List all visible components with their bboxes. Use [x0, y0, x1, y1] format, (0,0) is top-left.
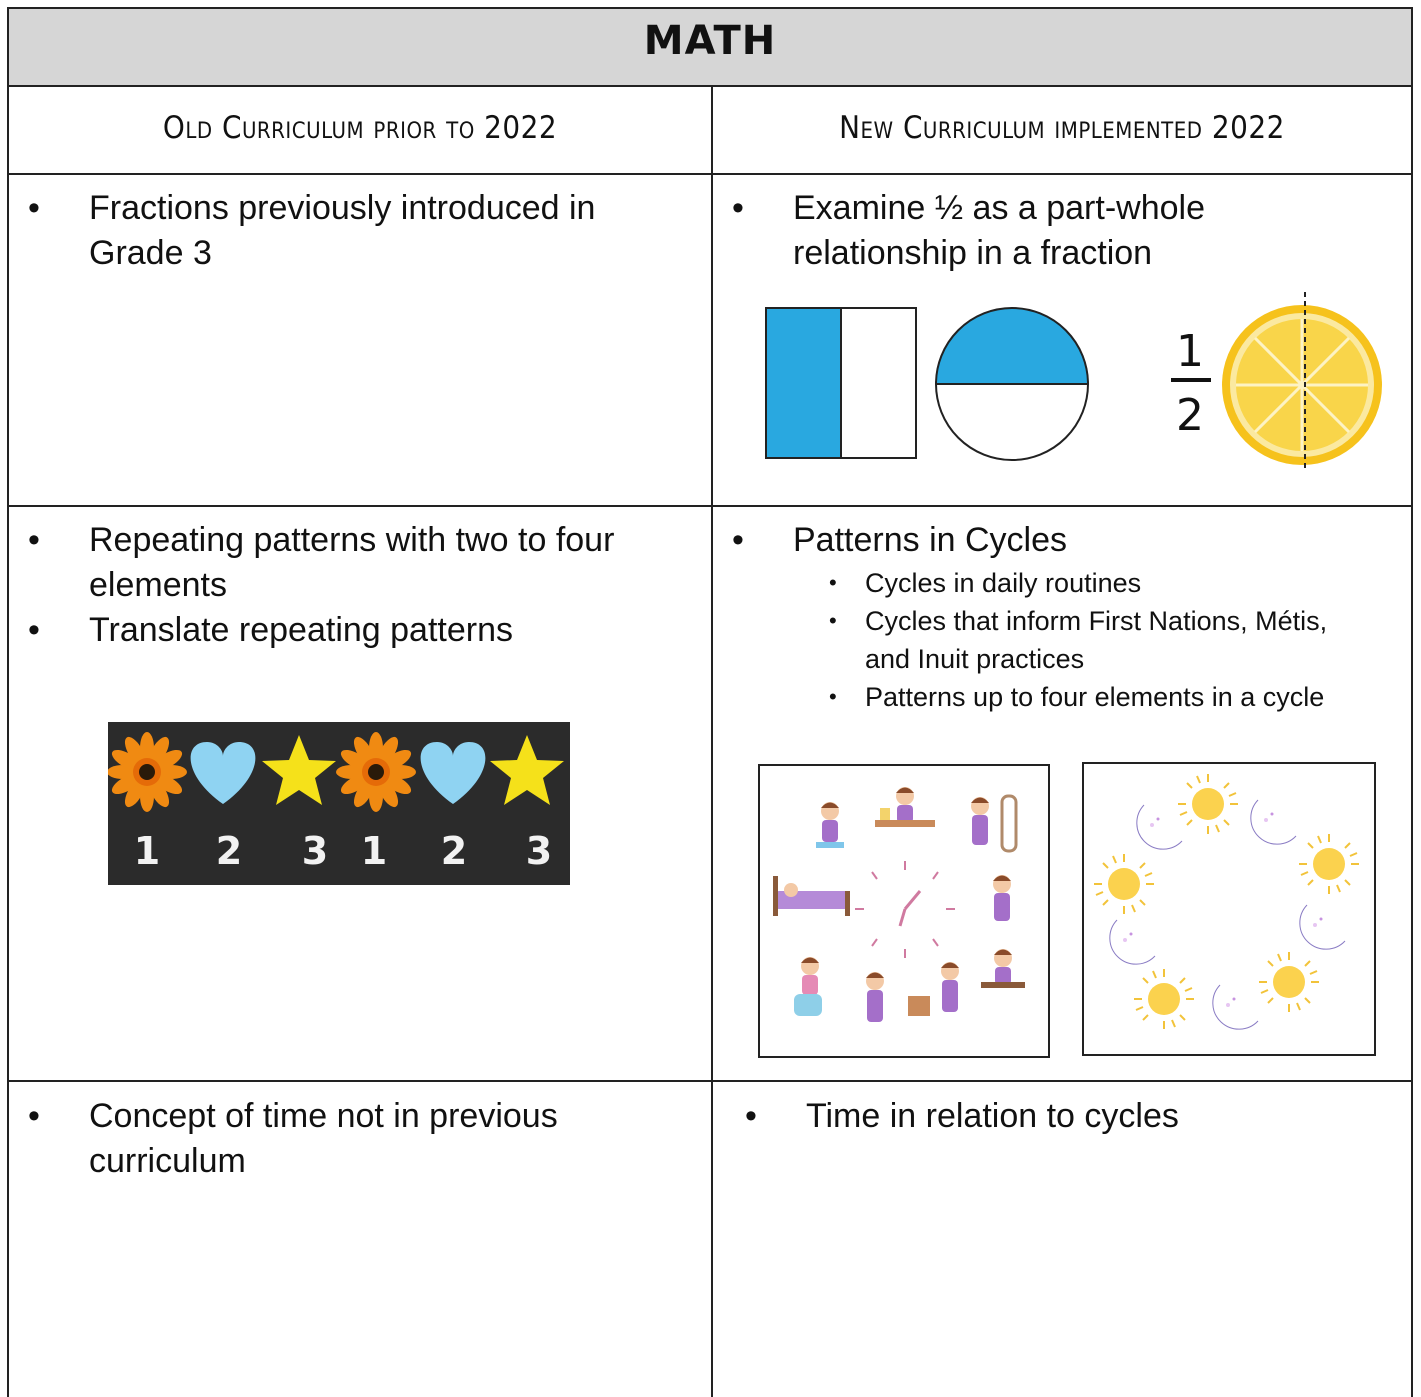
- lemon-slice-icon: [1222, 292, 1382, 472]
- border-top: [8, 7, 1413, 9]
- fraction-illustrations: 1 2: [765, 292, 1382, 472]
- clock-icon: [855, 861, 955, 958]
- border-left: [7, 7, 9, 1397]
- sub-bullet: •: [829, 570, 837, 595]
- pattern-number: 3: [526, 829, 552, 873]
- sun-icon: [1093, 853, 1155, 915]
- half-circle-icon: [935, 307, 1089, 461]
- row1-new-text: Examine ½ as a part-whole relationship i…: [793, 189, 1205, 272]
- page-title: MATH: [643, 18, 777, 64]
- pattern-number: 1: [134, 829, 160, 873]
- bullet: •: [732, 189, 744, 227]
- sun-icon: [1258, 951, 1320, 1013]
- pattern-sequence: 1 2 3 1 2 3: [107, 732, 564, 873]
- daily-routine-cycle-image: [758, 764, 1050, 1058]
- pattern-number: 2: [216, 829, 242, 873]
- bullet: •: [732, 521, 744, 559]
- sun-icon: [1177, 773, 1239, 835]
- row2-new-text: Patterns in Cycles: [793, 521, 1067, 559]
- moon-icon: [1136, 804, 1183, 850]
- divider-colhead: [8, 173, 1413, 175]
- bullet: •: [745, 1097, 757, 1135]
- border-right: [1411, 7, 1413, 1397]
- row2-old-text-1: Repeating patterns with two to four elem…: [89, 521, 615, 604]
- moon-icon: [1250, 799, 1297, 845]
- row3-old-text: Concept of time not in previous curricul…: [89, 1097, 558, 1180]
- column-header-new: New Curriculum implemented 2022: [839, 110, 1285, 146]
- fraction-one-half: 1 2: [1171, 326, 1211, 441]
- row2-new-sub-2: Cycles that inform First Nations, Métis,…: [865, 606, 1328, 674]
- pattern-board: 1 2 3 1 2 3: [107, 722, 570, 885]
- svg-text:2: 2: [1176, 390, 1204, 441]
- divider-row1: [8, 505, 1413, 507]
- sub-bullet: •: [829, 684, 837, 709]
- row2-new-sub-1: Cycles in daily routines: [865, 568, 1142, 598]
- heart-icon: [190, 742, 256, 804]
- child-figure-icon: [773, 787, 1025, 1022]
- flower-icon: [336, 732, 416, 812]
- pattern-number: 2: [441, 829, 467, 873]
- divider-row2: [8, 1080, 1413, 1082]
- row2-old-text-2: Translate repeating patterns: [89, 611, 513, 649]
- pattern-number: 3: [302, 829, 328, 873]
- column-header-old: Old Curriculum prior to 2022: [162, 110, 558, 146]
- sub-bullet: •: [829, 608, 837, 633]
- bullet: •: [28, 521, 40, 559]
- table-header-bar: [8, 8, 1412, 86]
- sun-icon: [1133, 968, 1195, 1030]
- bullet: •: [28, 1097, 40, 1135]
- row1-old-text: Fractions previously introduced in Grade…: [89, 189, 596, 272]
- heart-icon: [420, 742, 486, 804]
- bullet: •: [28, 189, 40, 227]
- bullet: •: [28, 611, 40, 649]
- moon-icon: [1109, 919, 1156, 965]
- moon-icon: [1299, 904, 1346, 950]
- pattern-number: 1: [361, 829, 387, 873]
- row3-new-text: Time in relation to cycles: [806, 1097, 1179, 1135]
- half-rectangle-icon: [765, 307, 917, 459]
- column-divider: [711, 86, 713, 1397]
- moon-icon: [1212, 984, 1259, 1030]
- divider-header: [8, 85, 1413, 87]
- flower-icon: [107, 732, 187, 812]
- sun-moon-cycle-image: [1082, 762, 1376, 1056]
- star-icon: [490, 735, 564, 805]
- star-icon: [262, 735, 336, 805]
- sun-icon: [1298, 833, 1360, 895]
- svg-text:1: 1: [1176, 326, 1204, 377]
- row2-new-sub-3: Patterns up to four elements in a cycle: [865, 682, 1325, 712]
